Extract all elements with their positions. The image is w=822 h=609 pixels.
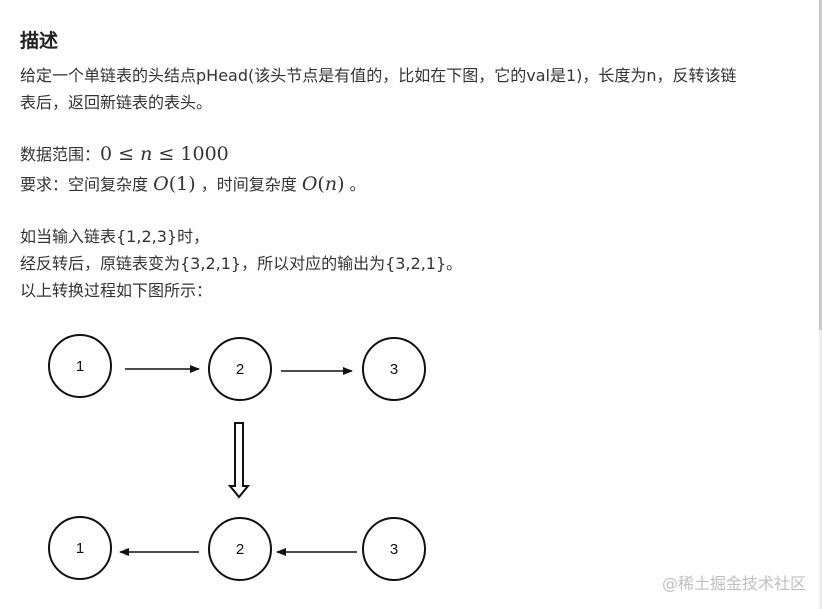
bottom-node-2-label: 2 — [236, 541, 244, 558]
top-node-3-label: 3 — [390, 361, 398, 378]
range-label: 数据范围： — [20, 145, 101, 164]
time-complexity: O(n) — [301, 173, 345, 195]
bottom-node-1-label: 1 — [76, 540, 84, 557]
transform-down-arrow-icon — [227, 422, 251, 499]
requirement-label: 要求：空间复杂度 — [20, 175, 149, 194]
space-complexity: O(1) — [153, 173, 196, 195]
bottom-node-3-label: 3 — [390, 541, 398, 558]
requirement-mid: ，时间复杂度 — [200, 175, 297, 194]
example-line-1: 如当输入链表{1,2,3}时， — [20, 227, 210, 246]
watermark: @稀土掘金技术社区 — [661, 574, 806, 593]
section-title: 描述 — [20, 30, 59, 52]
top-node-3: 3 — [362, 337, 426, 401]
top-node-1-label: 1 — [76, 358, 84, 375]
top-node-2: 2 — [208, 337, 272, 401]
bottom-node-2: 2 — [208, 517, 272, 581]
range-formula: 0 ≤ n ≤ 1000 — [100, 143, 229, 165]
requirement-end: 。 — [349, 175, 366, 194]
description-line-2: 表后，返回新链表的表头。 — [20, 93, 213, 112]
scrollbar-track[interactable] — [819, 0, 822, 609]
bottom-node-1: 1 — [48, 516, 112, 580]
description-line-1: 给定一个单链表的头结点pHead(该头节点是有值的，比如在下图，它的val是1)… — [20, 66, 737, 85]
range-constraint: 数据范围：0 ≤ n ≤ 1000 — [20, 141, 229, 168]
scrollbar-thumb[interactable] — [819, 0, 822, 330]
top-node-1: 1 — [48, 334, 112, 398]
example-line-2: 经反转后，原链表变为{3,2,1}，所以对应的输出为{3,2,1}。 — [20, 254, 463, 273]
complexity-requirement: 要求：空间复杂度 O(1) ，时间复杂度 O(n) 。 — [20, 171, 366, 198]
example-line-3: 以上转换过程如下图所示： — [20, 281, 213, 300]
top-node-2-label: 2 — [236, 361, 244, 378]
bottom-node-3: 3 — [362, 517, 426, 581]
